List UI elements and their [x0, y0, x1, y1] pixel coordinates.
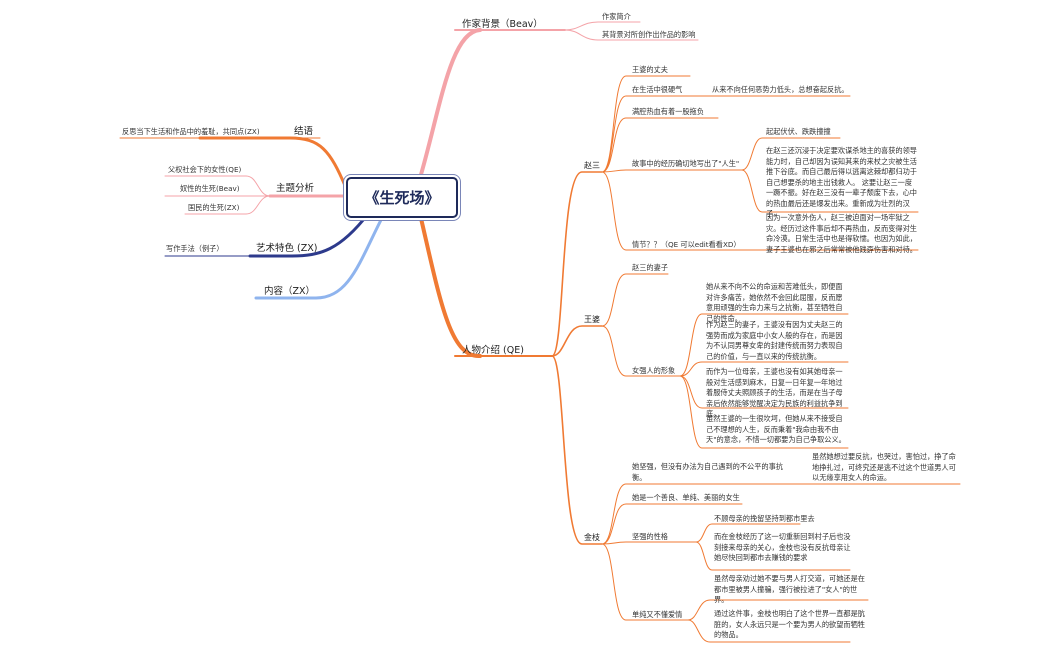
node-wang-wife[interactable]: 赵三的妻子 — [632, 263, 668, 272]
node-theme-patriarchy[interactable]: 父权社会下的女性(QE) — [168, 165, 242, 174]
edge-chars-wang — [551, 325, 603, 357]
node-conclusion-reflection[interactable]: 反思当下生活和作品中的羞耻，共同点(ZX) — [122, 127, 260, 136]
node-zhao-never-bow[interactable]: 从来不向任何恶势力低头，总想奋起反抗。 — [712, 85, 849, 94]
root-title: 《生死场》 — [364, 189, 440, 207]
edge-chars-zhao — [551, 171, 603, 357]
edge-root-bg — [418, 28, 482, 180]
root-node[interactable]: 《生死场》 — [346, 177, 458, 218]
edge-jin-children — [601, 483, 809, 621]
node-theme-analysis[interactable]: 主题分析 — [276, 183, 315, 194]
edge-zhao-sub — [699, 95, 919, 251]
edge-jin-sub — [687, 483, 961, 643]
node-zhao-passion[interactable]: 满腔热血有着一股拖负 — [632, 107, 704, 116]
node-zhao-ups-downs[interactable]: 起起伏伏、跌跌撞撞 — [766, 127, 831, 136]
node-jin-naive-love[interactable]: 单纯又不懂爱情 — [632, 610, 683, 619]
node-conclusion[interactable]: 结语 — [294, 126, 314, 137]
node-zhao-life[interactable]: 故事中的经历确切地写出了"人生" — [632, 159, 740, 168]
node-artistic-features[interactable]: 艺术特色 (ZX) — [256, 243, 318, 254]
edge-root-content — [254, 212, 386, 300]
edge-wang-paras — [679, 313, 849, 449]
node-background-influence[interactable]: 其背景对所创作出作品的影响 — [602, 30, 696, 39]
node-jin-zhi[interactable]: 金枝 — [584, 533, 600, 542]
node-author-background[interactable]: 作家背景（Beav） — [462, 19, 543, 30]
node-zhao-plot-detail[interactable]: 因为一次意外伤人，赵三被迫面对一场牢狱之灾。经历过这件事后却不再热血，反而变得对… — [766, 213, 917, 254]
node-wang-para-3[interactable]: 而作为一位母亲，王婆也没有如其她母亲一般对生活感到麻木，日复一日年复一年地过着服… — [706, 367, 843, 418]
edge-root-art — [248, 212, 370, 258]
node-zhao-san[interactable]: 赵三 — [584, 161, 600, 170]
node-writing-technique[interactable]: 写作手法（例子） — [166, 244, 224, 253]
edge-root-chars — [418, 212, 482, 359]
node-wang-para-1[interactable]: 她从来不向不公的命运和苦难低头，即便面对许多痛苦，她依然不会回此屈服，反而愿意用… — [706, 282, 843, 323]
node-zhao-plot[interactable]: 情节？？（QE 可以edit看看XD） — [632, 240, 741, 249]
edge-chars-jin — [551, 355, 603, 545]
edge-wang-children — [601, 273, 681, 377]
edge-zhao-children — [601, 75, 743, 251]
node-theme-national[interactable]: 国民的生死(ZX) — [188, 203, 240, 212]
node-wang-po[interactable]: 王婆 — [584, 315, 600, 324]
node-content[interactable]: 内容（ZX） — [264, 286, 316, 297]
node-theme-servility[interactable]: 奴性的生死(Beav) — [180, 184, 240, 193]
node-jin-resist[interactable]: 虽然她想过要反抗，也哭过，害怕过，挣了命地挣扎过，可终究还是逃不过这个世道男人可… — [812, 452, 956, 482]
node-zhao-tough[interactable]: 在生活中很硬气 — [632, 85, 683, 94]
edge-theme-items — [164, 175, 271, 215]
edge-bg-items — [564, 21, 699, 41]
node-wang-strong-woman[interactable]: 女强人的形象 — [632, 366, 676, 375]
node-character-intro[interactable]: 人物介绍 (QE) — [462, 345, 524, 356]
node-jin-go-city[interactable]: 不顾母亲的挽留坚持到都市里去 — [714, 514, 815, 523]
node-jin-strong-character[interactable]: 坚强的性格 — [632, 532, 668, 541]
node-jin-return-village[interactable]: 而在金枝经历了这一切重新回到村子后也没刻接来母亲的关心，金枝也没有反抗母亲让她尽… — [714, 532, 851, 562]
node-wang-para-2[interactable]: 作为赵三的妻子，王婆没有因为丈夫赵三的强势而成为家庭中小女人般的存在，而是因为不… — [706, 320, 843, 361]
node-jin-realize[interactable]: 通过这件事，金枝也明白了这个世界一直都是肮脏的，女人永远只是一个要为男人的欲望而… — [714, 609, 865, 639]
node-jin-strong-but[interactable]: 她坚强，但没有办法为自己遇到的不公平的事抗衡。 — [632, 462, 783, 482]
node-zhao-husband[interactable]: 王婆的丈夫 — [632, 65, 668, 74]
node-author-intro[interactable]: 作家简介 — [602, 12, 631, 21]
node-jin-kind[interactable]: 她是一个善良、单纯、美丽的女生 — [632, 493, 740, 502]
node-wang-para-4[interactable]: 虽然王婆的一生很坎坷，但她从来不接受自己不理想的人生，反而秉着"我命由我不由天"… — [706, 414, 846, 444]
node-zhao-story-detail[interactable]: 在赵三还沉浸于决定要欢谋杀地主的喜获的领导能力时，自己却因为误知其来的来杖之灾被… — [766, 146, 917, 218]
node-jin-deceived[interactable]: 虽然母亲劝过她不要与男人打交道，可她还是在都市里被男人撞骗，强行被拉进了"女人"… — [714, 574, 865, 604]
edge-root-conclusion — [198, 136, 348, 190]
